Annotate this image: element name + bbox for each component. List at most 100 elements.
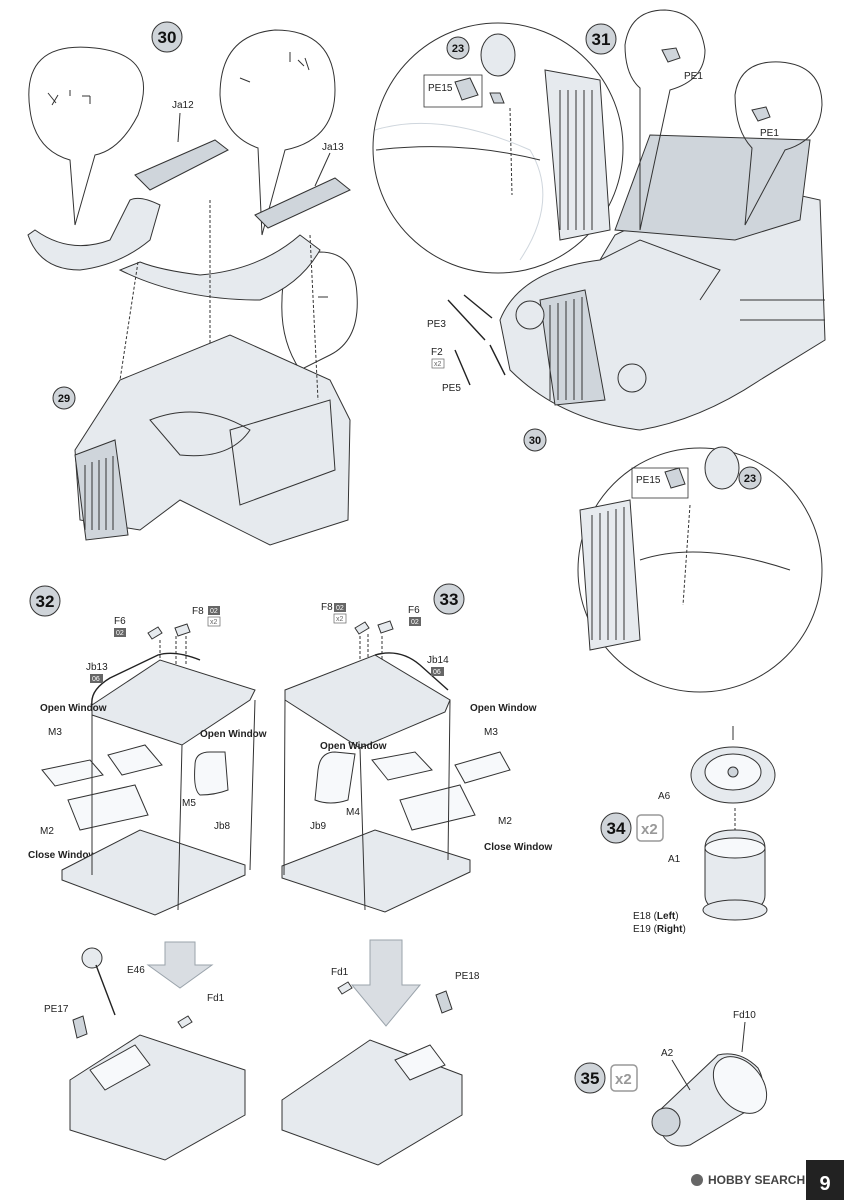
step-arrow-33 — [350, 939, 422, 1027]
mult-f8-32: x2 — [210, 619, 218, 626]
label-m5: M5 — [182, 798, 196, 809]
label-e46: E46 — [127, 965, 145, 976]
label-ja12: Ja12 — [172, 100, 194, 111]
reference-29: 29 — [58, 393, 70, 405]
label-a2: A2 — [661, 1048, 674, 1059]
open-window-label-right-33: Open Window — [470, 703, 537, 714]
label-e18: E18 (Left) — [633, 911, 679, 922]
label-pe15: PE15 — [428, 83, 453, 94]
step-number-34: 34 — [607, 819, 626, 838]
label-fd10: Fd10 — [733, 1010, 756, 1021]
page-number: 9 — [819, 1173, 830, 1195]
step-number-32: 32 — [36, 592, 55, 611]
cab-assembly-32 — [69, 1034, 246, 1161]
cab-roof — [614, 134, 811, 241]
grille-detail — [544, 69, 611, 241]
open-window-label-right-32: Open Window — [200, 729, 267, 740]
detail-bubble-right — [219, 29, 336, 236]
step-34: 34 x2 A6 A1 E18 (Left) E19 (Right) — [600, 726, 776, 935]
step-33: 33 F8 02 x2 F6 02 Jb14 06 Open Window M3… — [281, 583, 552, 1166]
mult-f8-33: x2 — [336, 616, 344, 623]
step-32: 32 F6 02 F8 02 x2 Jb13 06 Open Window M3… — [28, 585, 267, 1161]
step-35: 35 x2 Fd10 A2 — [574, 1010, 768, 1147]
label-f2: F2 — [431, 347, 443, 358]
radiator-grille — [74, 439, 129, 541]
tag-f8-33: 02 — [336, 605, 344, 612]
step-number-33: 33 — [440, 590, 459, 609]
window-m2-33 — [399, 784, 476, 831]
window-m3-32 — [41, 759, 104, 787]
close-window-label-32: Close Window — [28, 850, 96, 861]
headlight-right — [617, 363, 647, 393]
label-jb9: Jb9 — [310, 821, 327, 832]
label-m2-33: M2 — [498, 816, 512, 827]
label-ja13: Ja13 — [322, 142, 344, 153]
fender-left — [27, 197, 161, 271]
window-m5-open — [194, 751, 229, 796]
label-pe18: PE18 — [455, 971, 480, 982]
tag-f6-33: 02 — [411, 619, 419, 626]
tag-jb14: 06 — [433, 669, 441, 676]
step-34-multiplier: x2 — [641, 821, 658, 838]
headlight-23-lower — [704, 446, 740, 490]
label-jb13: Jb13 — [86, 662, 108, 673]
part-ja12 — [134, 139, 229, 191]
reference-30: 30 — [529, 435, 541, 447]
cab-floor-jb9 — [281, 829, 471, 913]
detail-circle-lower — [577, 447, 823, 693]
label-e19: E19 (Right) — [633, 924, 686, 935]
tag-jb13: 06 — [92, 676, 100, 683]
detail-bubble-pe1-b — [734, 61, 823, 226]
label-fd1-33: Fd1 — [331, 967, 349, 978]
detail-bubble-pe1-a — [624, 9, 706, 231]
footer: HOBBY SEARCH 9 — [691, 1160, 844, 1200]
cap-fd10 — [712, 1056, 768, 1114]
label-m4: M4 — [346, 807, 360, 818]
label-pe3: PE3 — [427, 319, 446, 330]
watermark: HOBBY SEARCH — [708, 1173, 805, 1187]
step-arrow-32 — [146, 941, 214, 989]
window-m4-open — [314, 751, 356, 804]
label-pe17: PE17 — [44, 1004, 69, 1015]
detail-circle-upper — [372, 22, 624, 274]
part-ja13 — [254, 177, 351, 229]
step-number-30: 30 — [158, 28, 177, 47]
open-window-label-left-33: Open Window — [320, 741, 387, 752]
label-m3-32: M3 — [48, 727, 62, 738]
step-35-multiplier: x2 — [615, 1071, 632, 1088]
window-m4-closed — [371, 751, 433, 781]
label-pe15-lower: PE15 — [636, 475, 661, 486]
label-fd1-32: Fd1 — [207, 993, 225, 1004]
label-a1: A1 — [668, 854, 681, 865]
window-m5-closed — [107, 744, 163, 776]
label-pe1-b: PE1 — [760, 128, 779, 139]
headlight-left — [515, 300, 545, 330]
label-jb8: Jb8 — [214, 821, 231, 832]
part-pe15 — [454, 77, 479, 101]
detail-bubble-left — [28, 46, 145, 226]
fender-right — [118, 234, 321, 301]
close-window-label-33: Close Window — [484, 842, 552, 853]
tag-f6-32: 02 — [116, 630, 124, 637]
label-m3-33: M3 — [484, 727, 498, 738]
step-number-35: 35 — [581, 1069, 600, 1088]
open-window-label-left-32: Open Window — [40, 703, 107, 714]
headlight-23 — [480, 33, 516, 77]
step-31: 23 PE15 PE1 PE1 PE3 F2 x2 PE5 31 — [372, 9, 826, 693]
window-m2-32 — [67, 784, 149, 831]
f2-multiplier: x2 — [434, 361, 442, 368]
step-number-31: 31 — [592, 30, 611, 49]
grille-detail-lower — [579, 499, 641, 651]
part-e46-wheel — [81, 947, 103, 969]
label-f6-33: F6 — [408, 605, 420, 616]
label-f8-32: F8 — [192, 606, 204, 617]
label-jb14: Jb14 — [427, 655, 449, 666]
window-m3-33 — [454, 751, 511, 784]
tag-f8-32: 02 — [210, 608, 218, 615]
label-pe5: PE5 — [442, 383, 461, 394]
reference-23-lower: 23 — [744, 473, 756, 485]
page-number-box — [806, 1160, 844, 1200]
label-f8-33: F8 — [321, 602, 333, 613]
cab-floor-jb8 — [61, 829, 246, 916]
